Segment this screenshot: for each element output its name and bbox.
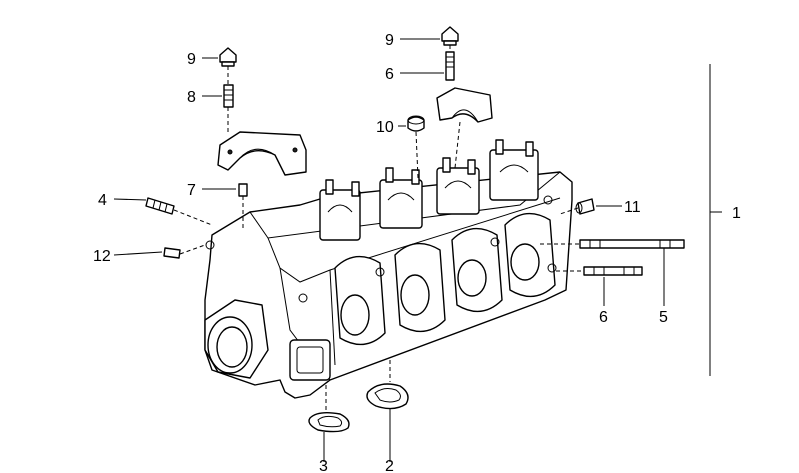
part-4-sleeve — [145, 197, 213, 226]
label-6-right: 6 — [599, 309, 608, 326]
intake-ports — [334, 212, 556, 346]
label-8: 8 — [187, 89, 196, 106]
part-3-gasket — [308, 385, 350, 433]
bearing-cap-left — [217, 131, 307, 176]
label-12: 12 — [93, 248, 111, 265]
part-10-seal — [407, 115, 425, 179]
part-11-plug — [559, 198, 595, 215]
coolant-outlet — [204, 299, 269, 379]
part-2-ring — [366, 360, 409, 410]
bearing-cap-center — [436, 87, 493, 169]
label-11: 11 — [624, 199, 641, 216]
label-9-top: 9 — [385, 32, 394, 49]
part-9-nut-left — [219, 47, 237, 67]
label-6-top: 6 — [385, 66, 394, 83]
label-1: 1 — [732, 205, 741, 222]
leader-lines — [113, 38, 722, 462]
label-9-left: 9 — [187, 51, 196, 68]
label-10: 10 — [376, 119, 394, 136]
label-5: 5 — [659, 309, 668, 326]
part-6-short-stud — [556, 266, 643, 276]
part-5-long-stud — [540, 239, 685, 249]
cylinder-head — [204, 139, 573, 399]
part-9-nut-center — [441, 26, 459, 46]
label-7: 7 — [187, 182, 196, 199]
label-2: 2 — [385, 458, 394, 473]
part-12-dowel — [163, 244, 206, 259]
part-6-stud-top — [445, 45, 455, 81]
part-7-dowel — [238, 183, 248, 230]
part-8-stud — [223, 66, 234, 135]
label-4: 4 — [98, 192, 107, 209]
label-3: 3 — [319, 458, 328, 473]
